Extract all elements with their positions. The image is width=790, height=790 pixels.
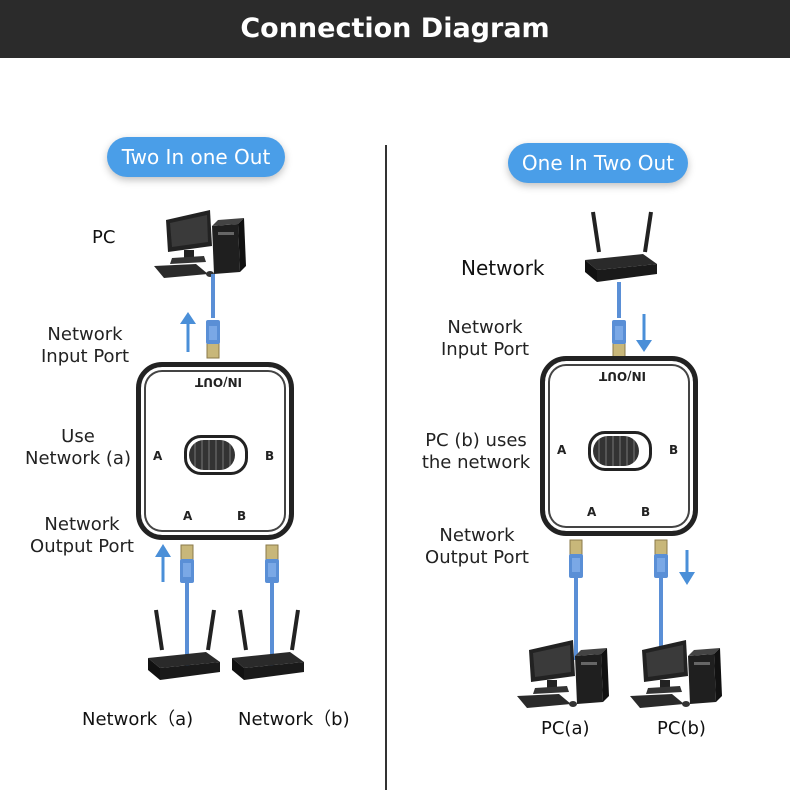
desktop-pc-icon xyxy=(630,640,722,708)
inout-label: IN/OUT xyxy=(599,369,647,383)
switch-box-icon: IN/OUT A B A B xyxy=(136,362,294,540)
pc-b-label: PC(b) xyxy=(657,718,706,739)
port-a-bottom-label: A xyxy=(183,509,193,523)
switch-knob[interactable] xyxy=(189,440,235,470)
port-a-bottom-label: A xyxy=(587,505,597,519)
port-a-label: A xyxy=(153,449,163,463)
header-bar: Connection Diagram xyxy=(0,0,790,58)
mode-pill-two-in-one-out: Two In one Out xyxy=(107,137,285,177)
mode-pill-one-in-two-out: One In Two Out xyxy=(508,143,688,183)
port-a-label: A xyxy=(557,443,567,457)
network-label: Network xyxy=(461,256,545,280)
inout-label: IN/OUT xyxy=(195,375,243,389)
arrow-up-icon xyxy=(155,544,171,582)
arrow-up-icon xyxy=(180,312,196,352)
router-icon xyxy=(146,608,222,682)
desktop-pc-icon xyxy=(517,640,609,708)
center-divider xyxy=(385,145,387,790)
arrow-down-icon xyxy=(679,550,695,585)
selector-switch[interactable] xyxy=(184,435,248,475)
ethernet-cable-icon xyxy=(205,319,221,359)
switch-knob[interactable] xyxy=(593,436,639,466)
network-b-label: Network（b) xyxy=(238,709,350,730)
port-b-bottom-label: B xyxy=(237,509,247,523)
page-title: Connection Diagram xyxy=(240,13,550,44)
switch-box-icon: IN/OUT A B A B xyxy=(540,356,698,536)
pc-a-label: PC(a) xyxy=(541,718,590,739)
ethernet-cable-icon xyxy=(611,319,627,359)
selector-switch[interactable] xyxy=(588,431,652,471)
port-b-label: B xyxy=(669,443,679,457)
router-icon xyxy=(230,608,306,682)
router-icon xyxy=(583,210,659,284)
pc-label: PC xyxy=(92,227,116,248)
network-a-label: Network（a) xyxy=(82,709,194,730)
arrow-down-icon xyxy=(636,314,652,352)
port-b-bottom-label: B xyxy=(641,505,651,519)
port-b-label: B xyxy=(265,449,275,463)
desktop-pc-icon xyxy=(154,210,246,278)
